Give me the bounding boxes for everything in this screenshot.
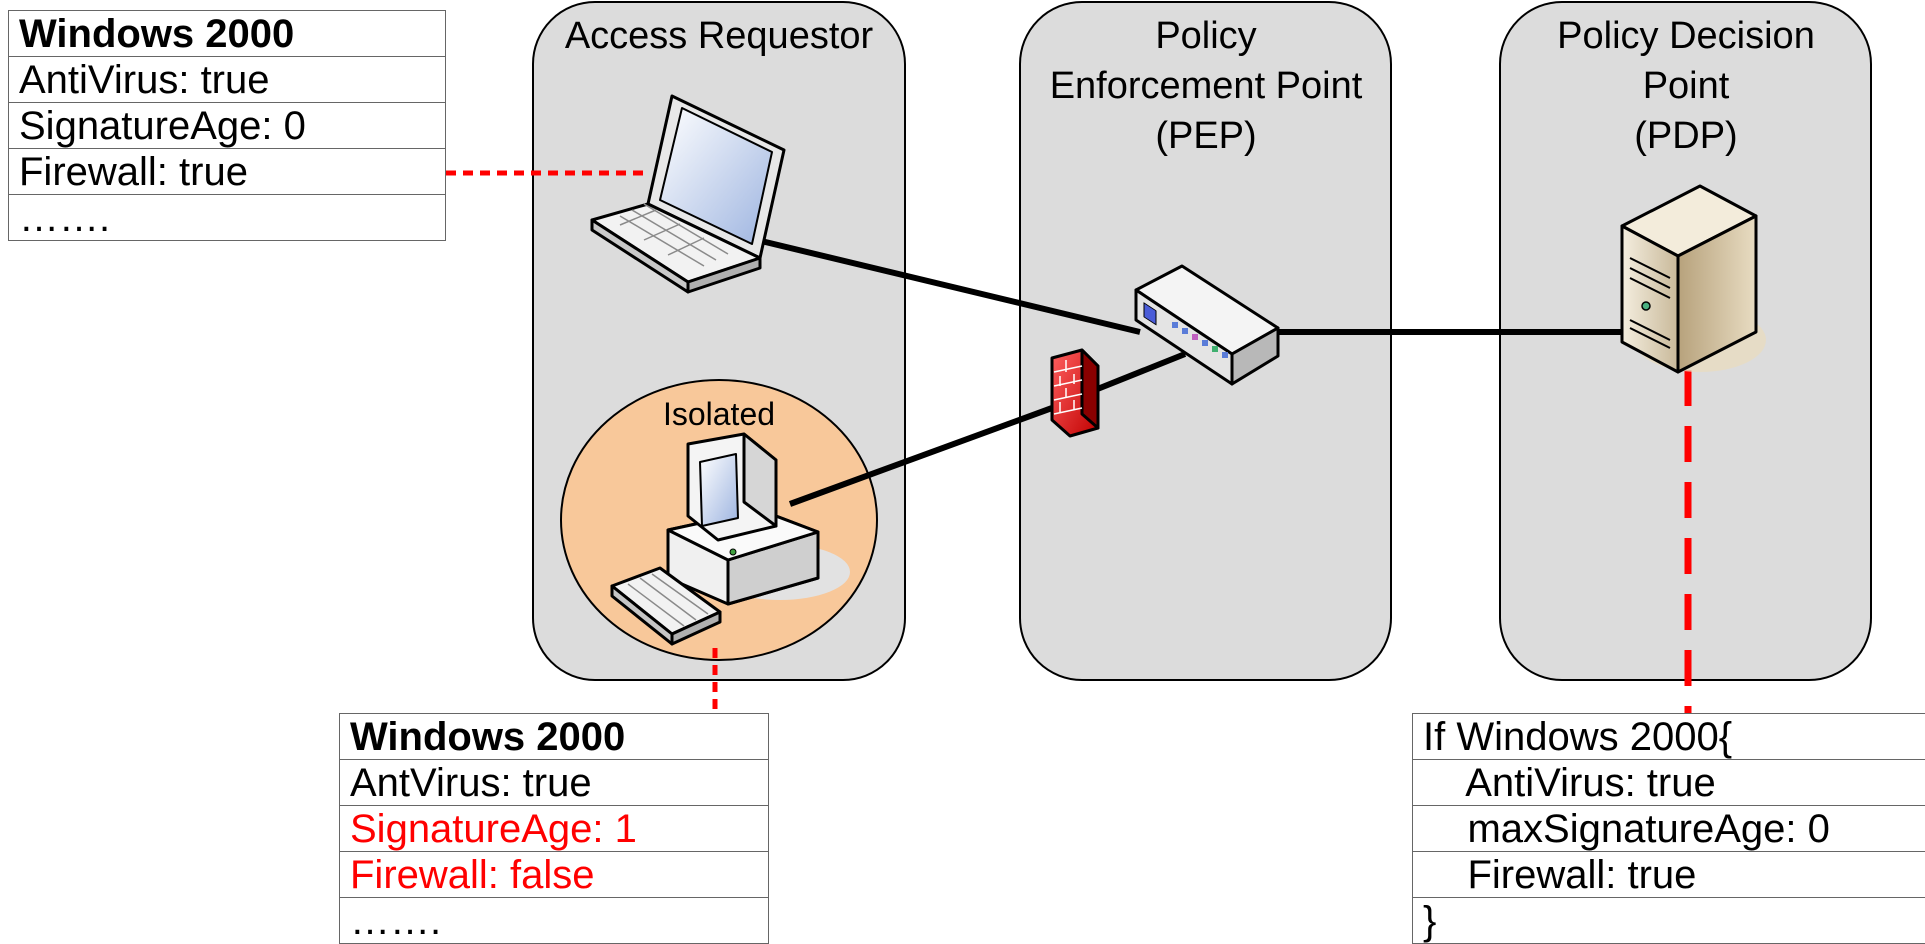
zone-label-pdp-line1: Policy Decision (1557, 15, 1815, 57)
os-name-cell: Windows 2000 (339, 713, 769, 760)
signature-age-cell-violation: SignatureAge: 1 (339, 805, 769, 852)
isolated-attributes-table: Windows 2000 AntVirus: true SignatureAge… (339, 713, 769, 944)
ellipsis-cell: ……. (339, 897, 769, 944)
table-row: AntVirus: true (339, 759, 769, 806)
link-laptop-switch (756, 237, 1141, 335)
link-firewall-desktop (788, 405, 1054, 507)
isolated-label: Isolated (663, 396, 775, 432)
policy-signature-age-cell: maxSignatureAge: 0 (1412, 805, 1925, 852)
network-switch-icon (1134, 264, 1280, 386)
table-row: SignatureAge: 0 (8, 102, 446, 149)
antivirus-cell: AntiVirus: true (8, 56, 446, 103)
link-switch-firewall (1093, 351, 1187, 393)
table-row: Windows 2000 (339, 713, 769, 760)
zone-label-pdp-line2: Point (1643, 65, 1730, 107)
table-row: } (1412, 897, 1925, 944)
table-row: AntiVirus: true (8, 56, 446, 103)
ellipsis-cell: ……. (8, 194, 446, 241)
table-row: SignatureAge: 1 (339, 805, 769, 852)
table-row: ……. (339, 897, 769, 944)
association-lines (446, 170, 1692, 713)
table-row: AntiVirus: true (1412, 759, 1925, 806)
connections (756, 237, 1622, 507)
table-row: Firewall: true (1412, 851, 1925, 898)
server-icon (1620, 184, 1766, 374)
laptop-icon (590, 94, 786, 294)
zone-label-pep-line2: Enforcement Point (1050, 65, 1363, 107)
os-name-cell: Windows 2000 (8, 10, 446, 57)
table-row: Firewall: false (339, 851, 769, 898)
policy-firewall-cell: Firewall: true (1412, 851, 1925, 898)
zone-label-access-requestor: Access Requestor (565, 15, 874, 57)
desktop-computer-icon (610, 432, 850, 646)
table-row: If Windows 2000{ (1412, 713, 1925, 760)
table-row: ……. (8, 194, 446, 241)
signature-age-cell: SignatureAge: 0 (8, 102, 446, 149)
policy-antivirus-cell: AntiVirus: true (1412, 759, 1925, 806)
table-row: Windows 2000 (8, 10, 446, 57)
firewall-cell: Firewall: true (8, 148, 446, 195)
table-row: Firewall: true (8, 148, 446, 195)
policy-condition-cell: If Windows 2000{ (1412, 713, 1925, 760)
zone-label-pep-line3: (PEP) (1155, 115, 1256, 157)
policy-rules-table: If Windows 2000{ AntiVirus: true maxSign… (1412, 713, 1925, 944)
zone-label-pep-line1: Policy (1155, 15, 1256, 57)
firewall-icon (1050, 348, 1100, 438)
firewall-cell-violation: Firewall: false (339, 851, 769, 898)
antivirus-cell: AntVirus: true (339, 759, 769, 806)
policy-close-cell: } (1412, 897, 1925, 944)
laptop-attributes-table: Windows 2000 AntiVirus: true SignatureAg… (8, 10, 446, 241)
zone-label-pdp-line3: (PDP) (1634, 115, 1737, 157)
table-row: maxSignatureAge: 0 (1412, 805, 1925, 852)
